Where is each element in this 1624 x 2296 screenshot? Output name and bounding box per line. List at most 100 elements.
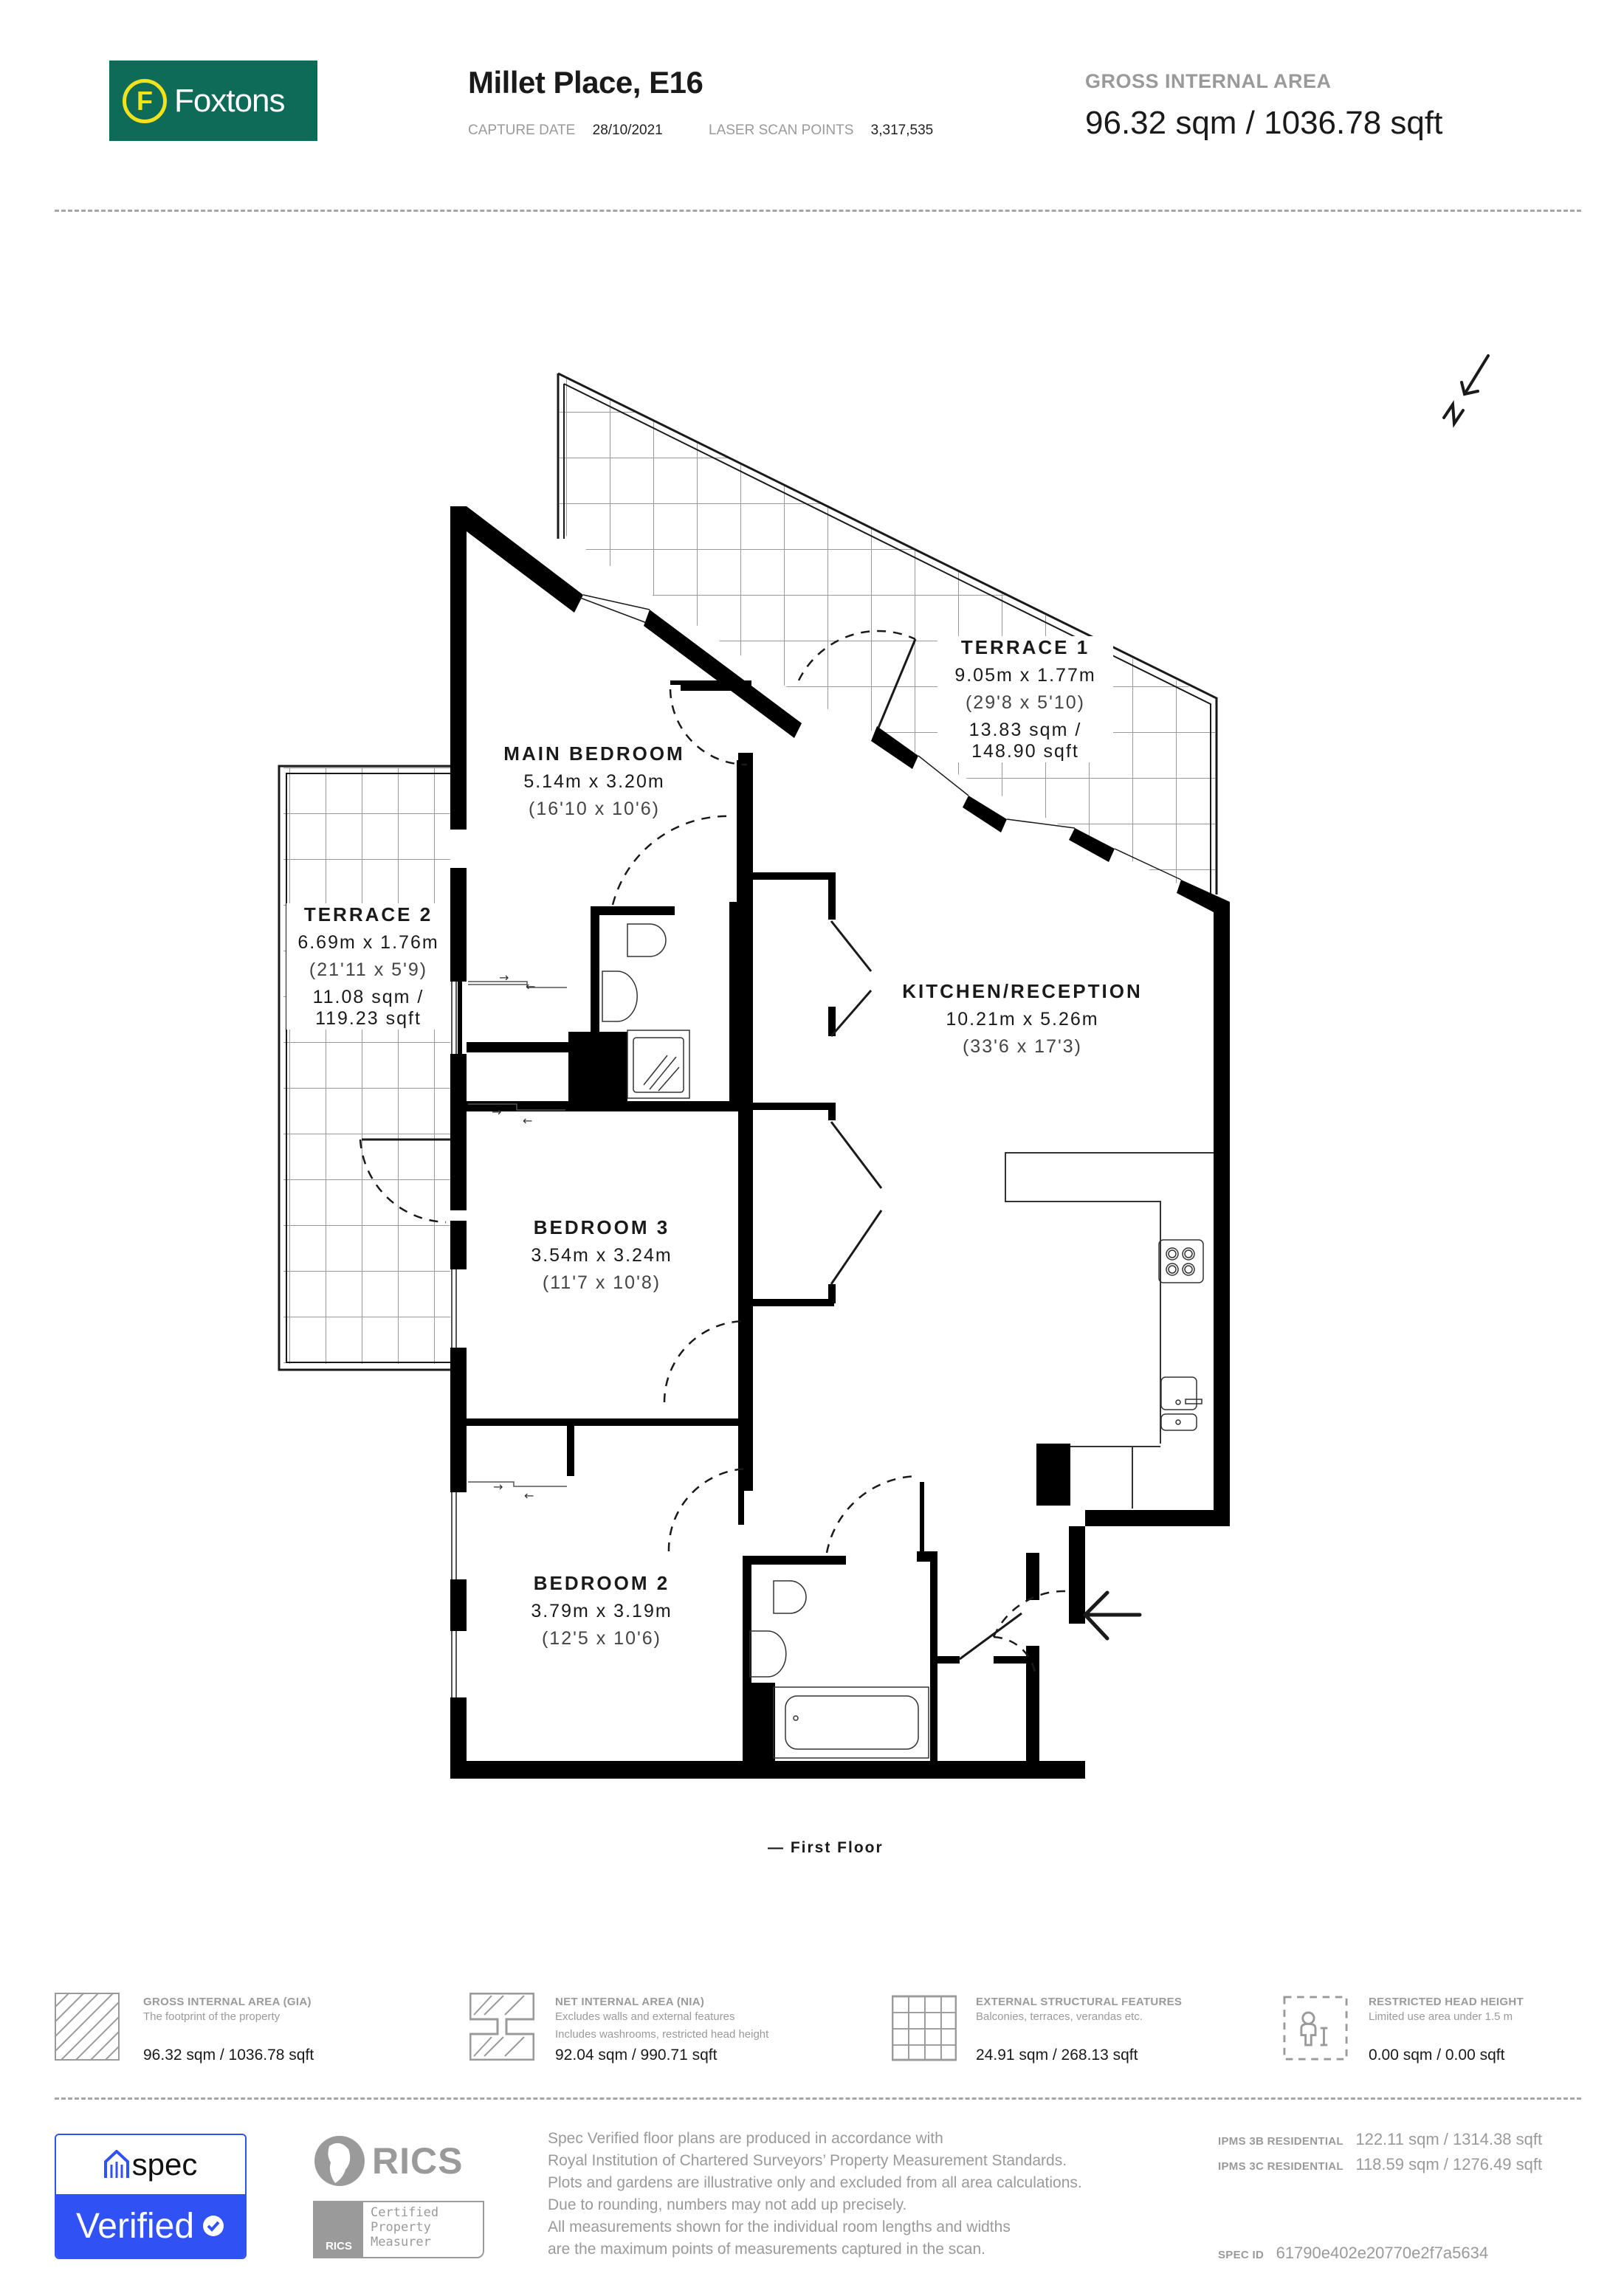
scan-points-label: LASER SCAN POINTS [709,123,854,138]
legend-desc: Limited use area under 1.5 m [1369,2010,1513,2023]
room-name: TERRACE 2 [303,903,433,925]
north-arrow-icon [1442,354,1490,428]
terrace-1-area [557,372,1218,894]
ipms-3b: IPMS 3B RESIDENTIAL 122.11 sqm / 1314.38… [1218,2130,1542,2149]
legend-gia: GROSS INTERNAL AREA (GIA) The footprint … [143,1996,314,2064]
room-kitchen-reception: KITCHEN/RECEPTION 10.21m x 5.26m (33'6 x… [893,980,1152,1058]
hob-icon [1158,1239,1204,1283]
legend-desc: The footprint of the property [143,2010,281,2023]
rics-brand: RICS [372,2140,464,2182]
rics-lion-icon [314,2136,365,2186]
spec-id-label: SPEC ID [1218,2249,1265,2261]
person-height-icon [1283,1996,1348,2061]
room-imperial: (11'7 x 10'8) [542,1272,661,1293]
room-dims: 6.69m x 1.76m [297,932,439,953]
ipms-value: 118.59 sqm / 1276.49 sqft [1355,2155,1543,2173]
spec-logo: spec [56,2135,245,2194]
floor-label: — First Floor [768,1839,884,1856]
svg-text:→: → [493,1480,503,1494]
room-imperial: (33'6 x 17'3) [962,1036,1082,1057]
spec-house-icon [103,2150,129,2178]
legend-value: 0.00 sqm / 0.00 sqft [1369,2047,1505,2064]
svg-text:→: → [499,971,509,985]
room-dims: 3.79m x 3.19m [531,1601,672,1621]
ipms-value: 122.11 sqm / 1314.38 sqft [1355,2130,1543,2148]
room-area-sqm: 13.83 sqm / [968,720,1082,740]
footer-divider [55,2097,1581,2100]
ipms-3c: IPMS 3C RESIDENTIAL 118.59 sqm / 1276.49… [1218,2155,1542,2174]
foxtons-logo: F Foxtons [109,61,317,141]
net-area-icon [469,1993,534,2061]
rics-certified-badge: RICS Certified Property Measurer [313,2201,484,2258]
room-name: BEDROOM 3 [533,1216,670,1238]
room-dims: 9.05m x 1.77m [954,665,1096,686]
capture-date-value: 28/10/2021 [592,123,663,138]
svg-text:←: ← [524,1489,534,1503]
room-name: KITCHEN/RECEPTION [902,980,1143,1002]
terrace-2-area [278,765,450,1371]
disclaimer-line: Spec Verified floor plans are produced i… [548,2130,943,2147]
legend-value: 92.04 sqm / 990.71 sqft [555,2047,718,2064]
legend-restricted: RESTRICTED HEAD HEIGHT Limited use area … [1369,1996,1524,2064]
spec-verified: Verified [56,2194,245,2258]
room-bedroom-3: BEDROOM 3 3.54m x 3.24m (11'7 x 10'8) [502,1216,701,1294]
kitchen-sink-icon [1160,1376,1202,1431]
rics-line: Measurer [371,2235,431,2250]
disclaimer-line: Due to rounding, numbers may not add up … [548,2196,907,2213]
spec-brand: spec [131,2147,198,2182]
room-dims: 3.54m x 3.24m [531,1245,672,1266]
spec-id: SPEC ID 61790e402e20770e2f7a5634 [1218,2244,1488,2263]
room-terrace-2: TERRACE 2 6.69m x 1.76m (21'11 x 5'9) 11… [286,903,450,1030]
legend-value: 96.32 sqm / 1036.78 sqft [143,2047,314,2064]
spec-verified-badge: spec Verified [55,2134,247,2259]
capture-date-label: CAPTURE DATE [468,123,576,138]
room-imperial: (12'5 x 10'6) [541,1628,661,1649]
door-swings [359,630,1067,1673]
rics-certified-text: Certified Property Measurer [363,2202,446,2257]
rics-line: Certified [371,2205,439,2220]
legend-desc: Includes washrooms, restricted head heig… [555,2028,769,2041]
ensuite-fixtures [602,923,690,1099]
grid-tiles-icon [892,1995,957,2061]
bathroom-fixtures [749,1580,929,1759]
spec-id-value: 61790e402e20770e2f7a5634 [1276,2244,1489,2262]
svg-text:←: ← [526,979,535,993]
room-imperial: (29'8 x 5'10) [965,692,1085,713]
disclaimer-line: Royal Institution of Chartered Surveyors… [548,2152,1067,2169]
disclaimer-line: All measurements shown for the individua… [548,2219,1011,2235]
verified-label: Verified [75,2206,195,2246]
room-imperial: (16'10 x 10'6) [529,799,660,819]
svg-text:←: ← [523,1114,532,1128]
sliding-doors: → ← → ← → ← [468,971,567,1503]
room-imperial: (21'11 x 5'9) [309,959,428,980]
disclaimer-line: are the maximum points of measurements c… [548,2241,985,2258]
windows [451,594,1182,1697]
door-leaves [362,638,1022,1661]
legend-desc: Balconies, terraces, verandas etc. [976,2010,1143,2023]
room-name: BEDROOM 2 [533,1572,670,1594]
svg-text:→: → [492,1105,501,1119]
disclaimer-line: Plots and gardens are illustrative only … [548,2174,1082,2191]
room-bedroom-2: BEDROOM 2 3.79m x 3.19m (12'5 x 10'6) [502,1572,701,1649]
ipms-label: IPMS 3B RESIDENTIAL [1218,2135,1343,2148]
legend-external: EXTERNAL STRUCTURAL FEATURES Balconies, … [976,1996,1182,2064]
room-area-sqft: 119.23 sqft [315,1008,422,1029]
header-divider [55,210,1581,212]
legend-value: 24.91 sqm / 268.13 sqft [976,2047,1138,2064]
legend-desc: Excludes walls and external features [555,2010,735,2023]
room-name: TERRACE 1 [960,636,1090,658]
rics-mini-logo: RICS [314,2202,363,2257]
scan-points-value: 3,317,535 [870,123,934,138]
check-circle-icon [203,2216,224,2236]
room-terrace-1: TERRACE 1 9.05m x 1.77m (29'8 x 5'10) 13… [937,636,1113,762]
room-dims: 10.21m x 5.26m [946,1009,1099,1030]
legend-title: NET INTERNAL AREA (NIA) [555,1996,705,2008]
disclaimer: Spec Verified floor plans are produced i… [548,2128,1082,2261]
hatched-area-icon [55,1993,120,2061]
capture-date-row: CAPTURE DATE 28/10/2021 [468,123,663,139]
scan-points-row: LASER SCAN POINTS 3,317,535 [709,123,933,139]
legend-title: EXTERNAL STRUCTURAL FEATURES [976,1996,1183,2008]
room-main-bedroom: MAIN BEDROOM 5.14m x 3.20m (16'10 x 10'6… [495,742,694,820]
room-name: MAIN BEDROOM [503,742,685,765]
